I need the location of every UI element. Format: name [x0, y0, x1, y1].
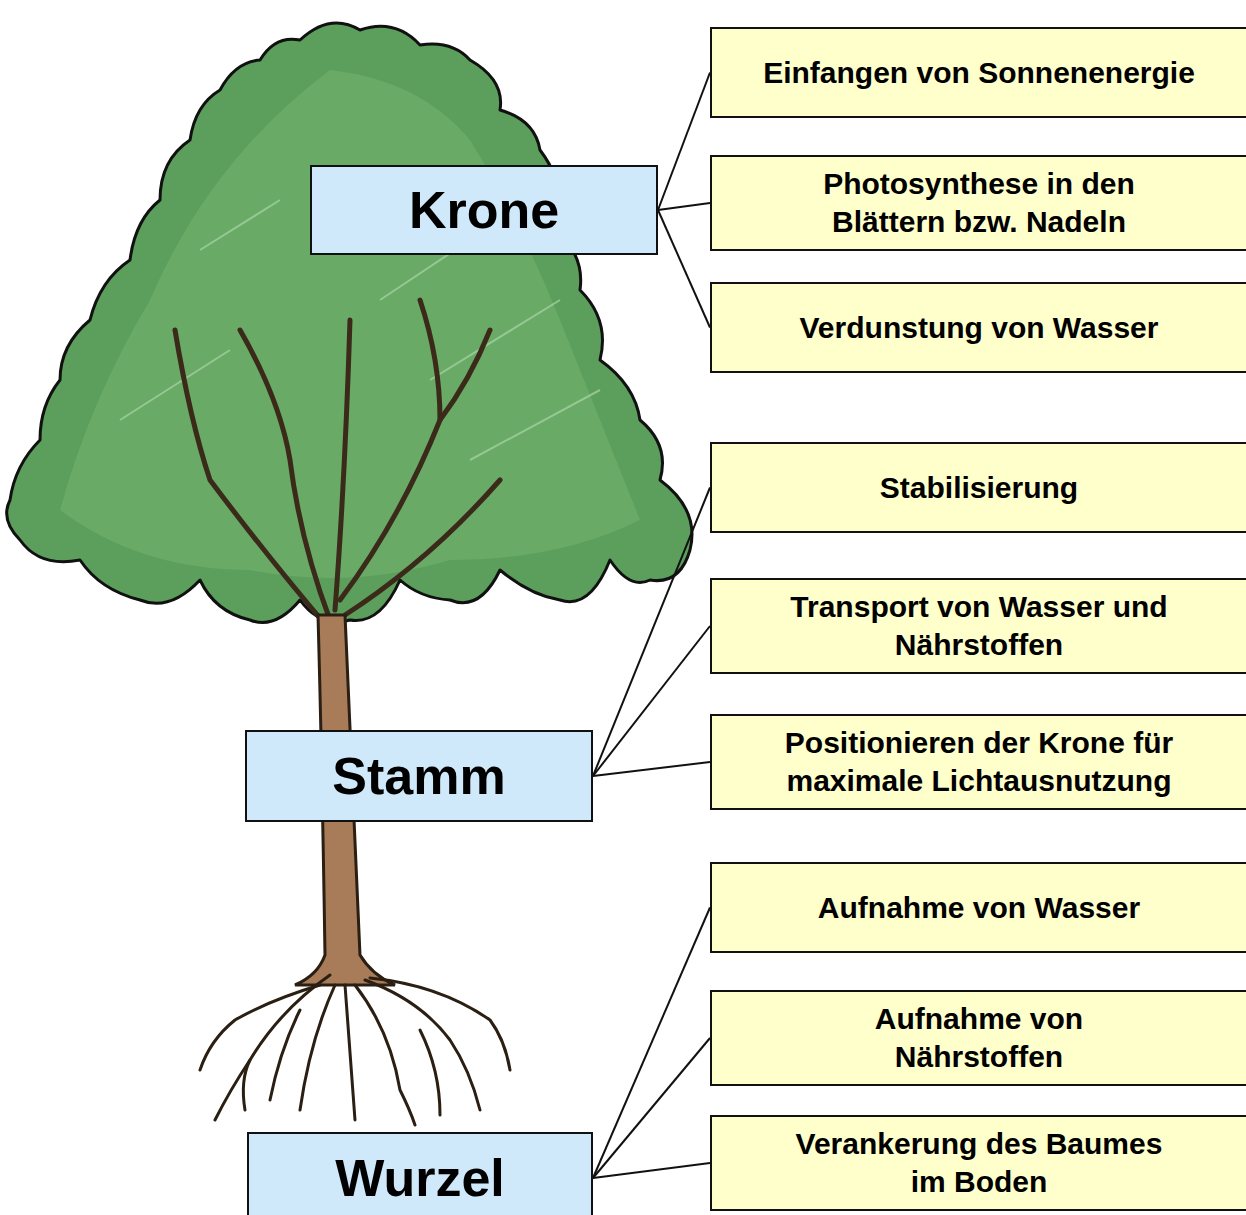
- part-box: Wurzel: [247, 1132, 593, 1215]
- connector-line: [593, 762, 710, 776]
- connector-line: [593, 908, 710, 1179]
- function-box: Aufnahme von Wasser: [710, 862, 1246, 953]
- part-name: Krone: [409, 180, 559, 240]
- function-box: Aufnahme von Nährstoffen: [710, 990, 1246, 1086]
- function-text: Stabilisierung: [880, 469, 1078, 507]
- tree-branches: [175, 300, 500, 630]
- function-text: Einfangen von Sonnenenergie: [763, 54, 1195, 92]
- part-name: Stamm: [332, 746, 505, 806]
- function-text: Transport von Wasser und Nährstoffen: [759, 588, 1199, 664]
- connector-line: [593, 488, 710, 777]
- function-text: Verankerung des Baumes im Boden: [779, 1125, 1179, 1201]
- part-box: Krone: [310, 165, 658, 255]
- tree-roots: [200, 975, 510, 1125]
- function-text: Positionieren der Krone für maximale Lic…: [759, 724, 1199, 800]
- function-box: Photosynthese in den Blättern bzw. Nadel…: [710, 155, 1246, 251]
- function-text: Verdunstung von Wasser: [800, 309, 1159, 347]
- function-box: Verankerung des Baumes im Boden: [710, 1115, 1246, 1211]
- function-box: Stabilisierung: [710, 442, 1246, 533]
- part-name: Wurzel: [335, 1148, 505, 1208]
- function-text: Aufnahme von Nährstoffen: [829, 1000, 1129, 1076]
- connector-line: [658, 203, 710, 210]
- connector-line: [658, 73, 710, 211]
- connector-line: [658, 210, 710, 328]
- connector-line: [593, 626, 710, 776]
- function-box: Verdunstung von Wasser: [710, 282, 1246, 373]
- function-box: Einfangen von Sonnenenergie: [710, 27, 1246, 118]
- connector-line: [593, 1038, 710, 1178]
- function-box: Transport von Wasser und Nährstoffen: [710, 578, 1246, 674]
- function-box: Positionieren der Krone für maximale Lic…: [710, 714, 1246, 810]
- part-box: Stamm: [245, 730, 593, 822]
- tree-crown: [7, 23, 692, 623]
- function-text: Aufnahme von Wasser: [818, 889, 1140, 927]
- connector-line: [593, 1163, 710, 1178]
- function-text: Photosynthese in den Blättern bzw. Nadel…: [779, 165, 1179, 241]
